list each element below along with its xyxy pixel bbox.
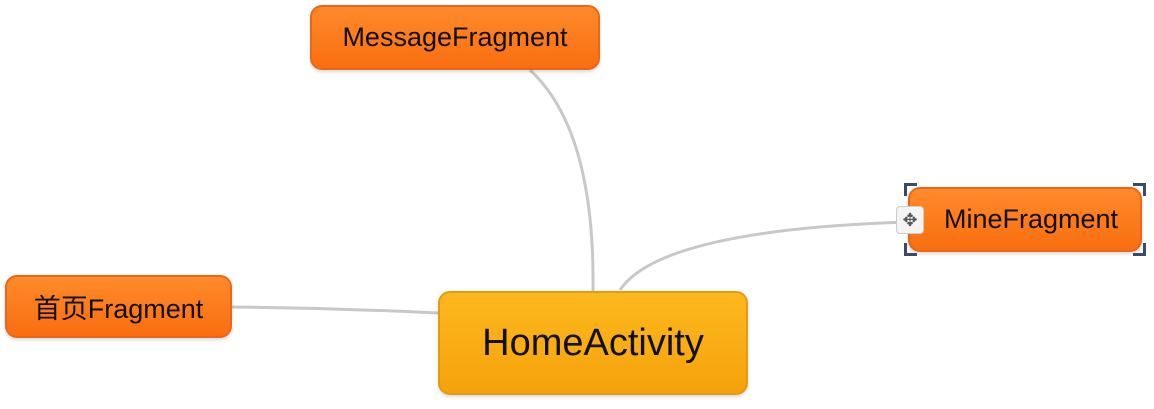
link-home-to-first-page bbox=[231, 305, 439, 315]
node-message-fragment[interactable]: MessageFragment bbox=[310, 5, 600, 70]
node-label: MineFragment bbox=[943, 204, 1119, 234]
node-label: MessageFragment bbox=[342, 22, 568, 52]
selection-handle-top-right[interactable] bbox=[1133, 183, 1146, 196]
node-label: 首页Fragment bbox=[33, 294, 204, 324]
root-label: HomeActivity bbox=[482, 321, 704, 364]
node-home-activity[interactable]: HomeActivity bbox=[438, 291, 748, 395]
node-first-page-fragment[interactable]: 首页Fragment bbox=[5, 275, 232, 338]
selection-handle-bottom-right[interactable] bbox=[1133, 243, 1146, 256]
link-home-to-mine bbox=[618, 220, 909, 291]
node-mine-fragment[interactable]: MineFragment ✥ bbox=[896, 183, 1146, 256]
selection-handle-bottom-left[interactable] bbox=[904, 243, 917, 256]
link-home-to-message bbox=[528, 68, 595, 292]
selection-handle-top-left[interactable] bbox=[904, 183, 917, 196]
move-handle-icon[interactable]: ✥ bbox=[896, 205, 924, 234]
